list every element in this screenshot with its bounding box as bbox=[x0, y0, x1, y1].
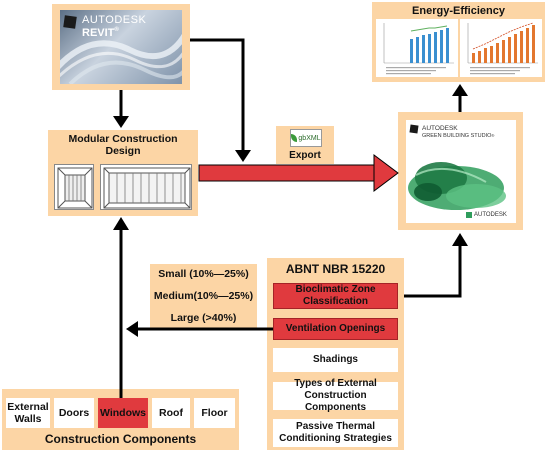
arrow-bioclimatic-to-gbs bbox=[404, 233, 468, 298]
abnt-item-shadings: Shadings bbox=[273, 348, 398, 372]
abnt-item-external-components: Types of External Construction Component… bbox=[273, 378, 398, 413]
abnt-box: ABNT NBR 15220 Bioclimatic Zone Classifi… bbox=[267, 258, 404, 450]
abnt-item-label: Passive Thermal bbox=[296, 421, 375, 432]
module-small-icon bbox=[57, 167, 93, 209]
abnt-item-label: Construction Components bbox=[304, 390, 367, 413]
gbs-trademark: ® bbox=[491, 133, 495, 138]
abnt-item-label: Ventilation Openings bbox=[285, 323, 386, 334]
revit-logo-image: AUTODESK REVIT® bbox=[60, 10, 182, 84]
abnt-item-passive-thermal: Passive Thermal Conditioning Strategies bbox=[273, 419, 398, 447]
abnt-item-bioclimatic-zone: Bioclimatic Zone Classification bbox=[273, 283, 398, 309]
energy-chart-right bbox=[460, 19, 542, 77]
arrow-revit-to-modular bbox=[113, 90, 129, 128]
revit-trademark: ® bbox=[114, 27, 119, 33]
module-diagram-small bbox=[54, 164, 94, 210]
component-label: Roof bbox=[159, 407, 183, 419]
component-label: Walls bbox=[14, 413, 42, 425]
component-floor: Floor bbox=[194, 398, 235, 428]
arrow-gbs-to-energy bbox=[452, 84, 468, 112]
energy-chart-left-icon bbox=[383, 23, 454, 75]
energy-title: Energy-Efficiency bbox=[412, 5, 505, 17]
gbs-logo-image: AUTODESK GREEN BUILDING STUDIO® AUTODESK bbox=[406, 120, 516, 223]
revit-brand: AUTODESK bbox=[82, 14, 147, 26]
abnt-item-label: Classification bbox=[302, 296, 369, 307]
component-label: Floor bbox=[201, 407, 228, 419]
component-external-walls: External Walls bbox=[6, 398, 50, 428]
module-diagram-large bbox=[100, 164, 192, 210]
module-large-icon bbox=[103, 167, 191, 209]
construction-components-box: External Walls Doors Windows Roof Floor … bbox=[2, 389, 239, 450]
component-roof: Roof bbox=[152, 398, 190, 428]
export-box: gbXML Export bbox=[276, 126, 334, 164]
energy-chart-left bbox=[376, 19, 458, 77]
gbxml-logo: gbXML bbox=[290, 129, 322, 147]
gbxml-logo-text: gbXML bbox=[298, 134, 321, 142]
revit-box: AUTODESK REVIT® bbox=[52, 4, 190, 90]
gbs-product: GREEN BUILDING STUDIO bbox=[422, 133, 492, 139]
gbs-brand: AUTODESK bbox=[422, 125, 458, 132]
abnt-item-label: Bioclimatic Zone bbox=[295, 284, 376, 295]
abnt-title: ABNT NBR 15220 bbox=[285, 262, 386, 276]
export-label: Export bbox=[289, 150, 321, 161]
abnt-item-ventilation-openings: Ventilation Openings bbox=[273, 318, 398, 340]
modular-design-box: Modular Construction Design bbox=[48, 130, 198, 216]
component-label: External bbox=[7, 401, 49, 413]
component-windows: Windows bbox=[98, 398, 148, 428]
abnt-item-label: Shadings bbox=[312, 354, 358, 365]
gbs-footer-brand: AUTODESK bbox=[474, 212, 507, 218]
revit-product: REVIT bbox=[82, 27, 115, 39]
abnt-item-label: Types of External bbox=[294, 378, 377, 389]
gbxml-leaf-icon bbox=[291, 134, 298, 142]
window-size-large: Large (>40%) bbox=[170, 312, 237, 324]
component-label: Windows bbox=[100, 407, 146, 419]
window-size-small: Small (10%—25%) bbox=[158, 268, 249, 280]
window-size-box: Small (10%—25%) Medium(10%—25%) Large (>… bbox=[150, 264, 257, 328]
energy-chart-right-icon bbox=[467, 22, 538, 75]
arrow-revit-to-export bbox=[190, 38, 251, 162]
gbs-box: AUTODESK GREEN BUILDING STUDIO® AUTODESK bbox=[398, 112, 523, 230]
component-doors: Doors bbox=[54, 398, 94, 428]
arrow-windows-to-modular bbox=[113, 217, 129, 398]
abnt-item-label: Conditioning Strategies bbox=[279, 433, 392, 444]
revit-graphic-icon bbox=[60, 15, 182, 84]
modular-title-line2: Design bbox=[105, 145, 141, 157]
modular-title-line1: Modular Construction bbox=[68, 133, 178, 145]
components-title: Construction Components bbox=[44, 432, 197, 446]
gbs-graphic-icon bbox=[408, 124, 506, 218]
energy-efficiency-box: Energy-Efficiency bbox=[372, 2, 545, 82]
window-size-medium: Medium(10%—25%) bbox=[153, 290, 254, 302]
component-label: Doors bbox=[58, 407, 90, 419]
